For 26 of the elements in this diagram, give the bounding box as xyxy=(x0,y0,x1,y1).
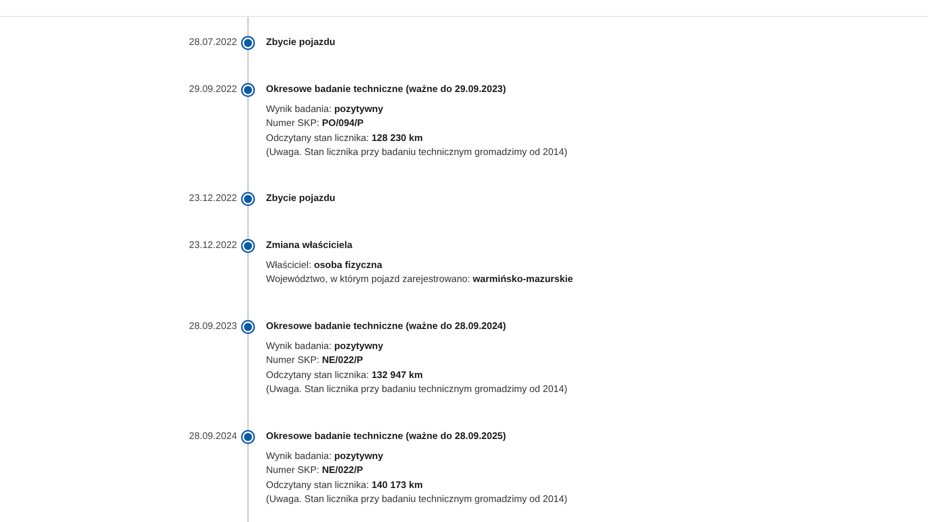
note-text: (Uwaga. Stan licznika przy badaniu technicznym gromadzimy od 2014) xyxy=(266,146,568,159)
note-text: (Uwaga. Stan licznika przy badaniu technicznym gromadzimy od 2014) xyxy=(266,494,568,506)
event-detail: Numer SKP: NE/022/P xyxy=(266,355,364,368)
event-detail: Województwo, w którym pojazd zarejestrowano: warmińsko-mazurskie xyxy=(266,274,573,286)
event-detail: Wynik badania: pozytywny xyxy=(266,451,384,463)
event-title: Okresowe badanie techniczne (ważne do 29.09.2023) xyxy=(266,84,506,96)
date-text: 29.09.2022 xyxy=(188,84,237,96)
event-detail: Wynik badania: pozytywny xyxy=(266,104,384,116)
date-text: 23.12.2022 xyxy=(188,193,237,205)
event-title: Okresowe badanie techniczne (ważne do 28.09.2024) xyxy=(266,321,506,333)
event-detail: Właściciel: osoba fizyczna xyxy=(266,260,382,272)
date-text: 23.12.2022 xyxy=(188,240,237,252)
event-detail: Numer SKP: PO/094/P xyxy=(266,118,364,130)
event-title: Okresowe badanie techniczne (ważne do 28.09.2025) xyxy=(266,431,506,443)
event-detail: Odczytany stan licznika: 140 173 km xyxy=(266,480,423,492)
event-detail: Odczytany stan licznika: 128 230 km xyxy=(266,132,423,145)
date-text: 28.09.2024 xyxy=(188,431,237,443)
event-detail: Wynik badania: pozytywny xyxy=(266,341,384,353)
note-text: (Uwaga. Stan licznika przy badaniu technicznym gromadzimy od 2014) xyxy=(266,384,568,396)
date-text: 28.09.2023 xyxy=(188,321,237,333)
date-text: 28.07.2022 xyxy=(188,37,237,49)
event-title: Zbycie pojazdu xyxy=(266,37,336,49)
event-detail: Numer SKP: NE/022/P xyxy=(266,465,364,478)
event-title: Zbycie pojazdu xyxy=(266,193,336,205)
event-detail: Odczytany stan licznika: 132 947 km xyxy=(266,370,423,382)
event-title: Zmiana właściciela xyxy=(266,240,352,252)
